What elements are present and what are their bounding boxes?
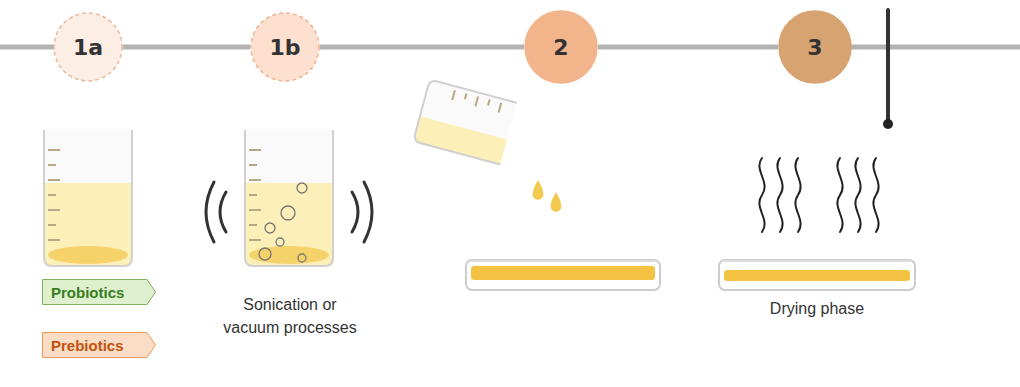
beaker-1a xyxy=(44,130,132,266)
tag-text: Probiotics xyxy=(51,284,124,301)
petri-dish-3 xyxy=(719,260,915,290)
beaker-sediment xyxy=(48,246,128,264)
bubbles xyxy=(259,183,307,262)
circle-outline xyxy=(251,13,319,81)
beaker-sediment xyxy=(249,246,329,264)
thermometer-tube xyxy=(886,10,890,120)
thermometer-symbol xyxy=(883,10,893,129)
beaker-outline xyxy=(44,130,132,266)
heat-waves xyxy=(759,158,878,232)
circle-outline xyxy=(54,13,122,81)
ingredient-tag: Probiotics xyxy=(42,279,156,305)
beaker-body xyxy=(245,130,333,266)
step-circle: 2 xyxy=(524,10,598,84)
step-circle: 1a xyxy=(53,12,123,82)
step-number: 1b xyxy=(269,35,300,60)
beaker-liquid xyxy=(245,183,333,266)
beaker-body xyxy=(44,130,132,266)
step-circle: 1b xyxy=(250,12,320,82)
timeline-segment xyxy=(123,45,250,50)
sound-waves xyxy=(206,182,372,242)
beaker-liquid xyxy=(44,183,132,266)
step-caption: Drying phase xyxy=(737,297,897,320)
beaker-ticks xyxy=(249,150,261,240)
beaker-ticks xyxy=(452,90,501,112)
tag-outline xyxy=(43,280,156,305)
beaker-ticks xyxy=(48,150,60,240)
step-caption: Sonication or vacuum processes xyxy=(215,293,365,339)
beaker-liquid xyxy=(413,116,507,164)
step-number: 1a xyxy=(73,35,103,60)
step-number: 2 xyxy=(553,35,568,60)
tag-text: Prebiotics xyxy=(51,337,124,354)
petri-dish-2 xyxy=(466,260,660,290)
timeline-segment xyxy=(320,45,524,50)
drops xyxy=(533,180,562,212)
circle-outline xyxy=(779,11,851,83)
thermometer-bulb xyxy=(883,119,893,129)
beaker-body xyxy=(413,79,516,164)
timeline-segment xyxy=(598,45,778,50)
beaker-outline xyxy=(245,130,333,266)
timeline-end xyxy=(840,45,1020,50)
ingredient-tag: Prebiotics xyxy=(42,332,156,358)
tag-outline xyxy=(43,333,156,358)
step-number: 3 xyxy=(807,35,822,60)
beaker-1b xyxy=(206,130,372,266)
beaker-outline xyxy=(413,79,516,164)
step-circle: 3 xyxy=(778,10,852,84)
timeline-start xyxy=(0,45,60,50)
pouring-beaker xyxy=(413,79,516,164)
circle-outline xyxy=(525,11,597,83)
